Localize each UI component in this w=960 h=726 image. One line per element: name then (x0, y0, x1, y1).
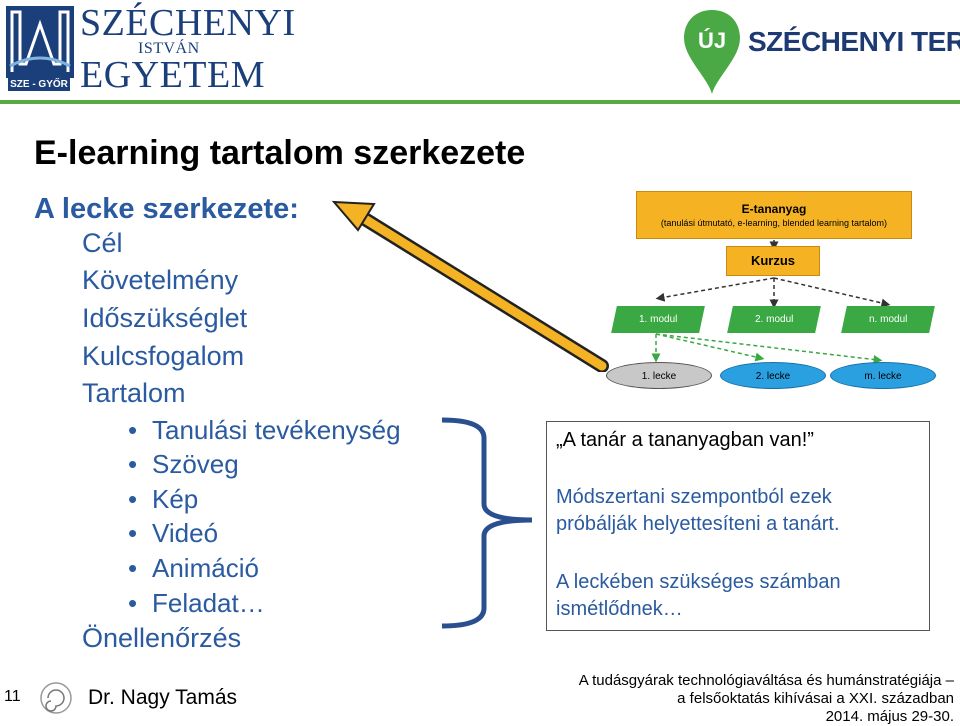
university-logo-icon (6, 6, 74, 78)
footer-line: 2014. május 29-30. (825, 708, 954, 725)
emblem-icon (40, 682, 72, 714)
info-box (546, 421, 930, 631)
diagram-connectors (651, 240, 891, 364)
footer-author: Dr. Nagy Tamás (88, 686, 237, 709)
university-badge: SZE - GYŐR (8, 78, 70, 91)
etananyag-subtitle: (tanulási útmutató, e-learning, blended … (660, 218, 888, 228)
kurzus-box: Kurzus (726, 246, 820, 276)
bullet-item: •Animáció (128, 553, 259, 583)
page-title: E-learning tartalom szerkezete (34, 134, 526, 172)
info-paragraph-line: ismétlődnek… (556, 598, 683, 620)
info-paragraph-line: A leckében szükséges számban (556, 571, 841, 593)
bullet-item: •Videó (128, 518, 219, 548)
lesson-ellipse: 2. lecke (720, 362, 826, 389)
info-quote: „A tanár a tananyagban van!” (556, 429, 814, 451)
info-paragraph-line: Módszertani szempontból ezek (556, 486, 832, 508)
university-name-line1: SZÉCHENYI (80, 2, 296, 44)
module-box: 1. modul (611, 306, 705, 333)
bullet-item: •Kép (128, 484, 199, 514)
university-name-line2: ISTVÁN (138, 40, 200, 57)
lesson-item-last: Önellenőrzés (82, 623, 242, 653)
lesson-item: Cél (82, 228, 123, 258)
footer-conference: A tudásgyárak technológiaváltása és humá… (579, 672, 954, 726)
lesson-item: Kulcsfogalom (82, 341, 245, 371)
lesson-ellipse: 1. lecke (606, 362, 712, 389)
lesson-item: Tartalom (82, 378, 186, 408)
university-name: SZÉCHENYI ISTVÁN EGYETEM (80, 4, 296, 94)
lesson-heading: A lecke szerkezete: (34, 193, 299, 225)
lesson-ellipse: m. lecke (830, 362, 936, 389)
curly-bracket-icon (441, 417, 533, 629)
arrow-icon (331, 200, 609, 372)
bullet-item: •Szöveg (128, 449, 239, 479)
lesson-item: Időszükséglet (82, 303, 248, 333)
program-name: SZÉCHENYI TERV (748, 26, 960, 57)
lesson-item: Követelmény (82, 265, 239, 295)
uj-pin-icon: ÚJ (684, 10, 740, 94)
slide-number: 11 (4, 688, 21, 705)
module-box: 2. modul (727, 306, 821, 333)
header-divider (0, 100, 960, 104)
module-box: n. modul (841, 306, 935, 333)
bullet-item: •Tanulási tevékenység (128, 415, 401, 445)
bullet-item: •Feladat… (128, 588, 265, 618)
svg-text:ÚJ: ÚJ (698, 28, 726, 53)
footer-line: a felsőoktatás kihívásai a XXI. századba… (677, 690, 954, 707)
footer-line: A tudásgyárak technológiaváltása és humá… (578, 672, 954, 689)
etananyag-box: E-tananyag (tanulási útmutató, e-learnin… (636, 191, 912, 239)
etananyag-title: E-tananyag (741, 202, 807, 216)
info-paragraph-line: próbálják helyettesíteni a tanárt. (556, 513, 840, 535)
university-name-line3: EGYETEM (80, 54, 266, 96)
